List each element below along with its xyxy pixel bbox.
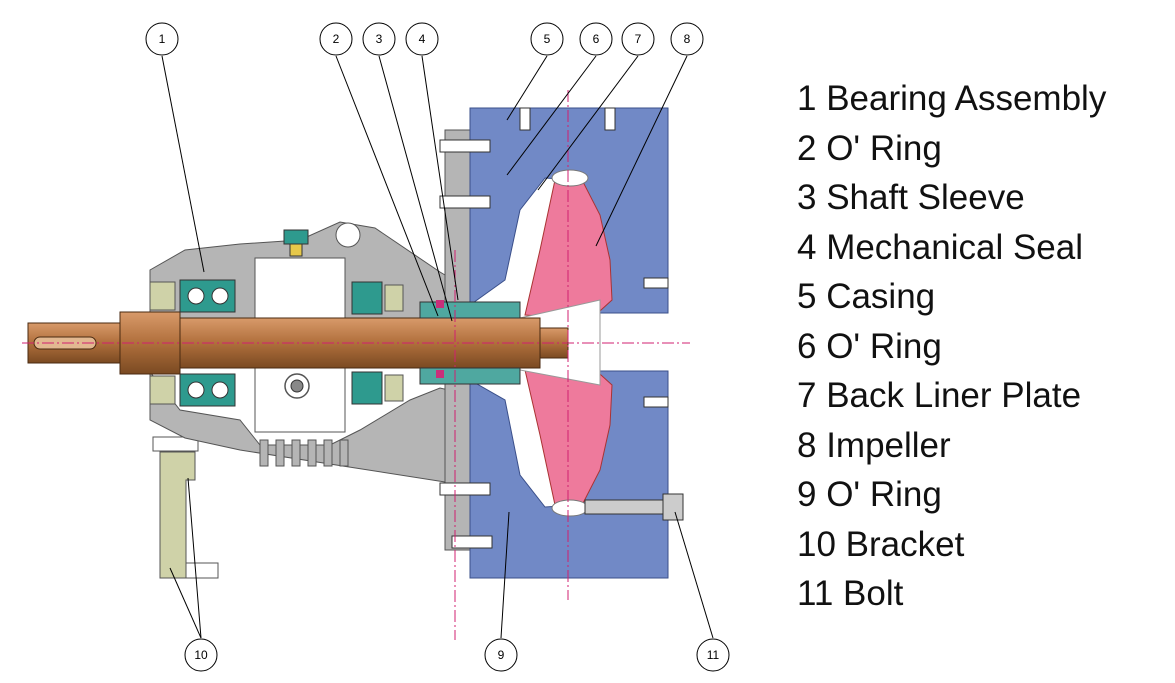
bracket — [152, 436, 219, 579]
callout-8: 8 — [670, 22, 704, 56]
legend-item: 8 Impeller — [797, 425, 951, 465]
svg-text:8: 8 — [684, 32, 691, 46]
legend-item: 10 Bracket — [797, 524, 965, 564]
legend-item: 4 Mechanical Seal — [797, 227, 1083, 267]
legend-item: 6 O' Ring — [797, 326, 942, 366]
svg-text:1: 1 — [159, 32, 166, 46]
mechanical-seal — [419, 300, 521, 385]
svg-text:9: 9 — [498, 648, 505, 662]
callout-7: 7 — [621, 22, 655, 56]
callout-4: 4 — [405, 22, 439, 56]
svg-text:5: 5 — [544, 32, 551, 46]
svg-text:6: 6 — [593, 32, 600, 46]
legend-item: 11 Bolt — [797, 574, 904, 613]
callout-2: 2 — [319, 22, 353, 56]
svg-text:3: 3 — [376, 32, 383, 46]
svg-text:7: 7 — [635, 32, 642, 46]
callout-1: 1 — [145, 22, 179, 56]
legend-item: 1 Bearing Assembly — [797, 79, 1107, 118]
svg-text:10: 10 — [194, 648, 208, 662]
svg-text:4: 4 — [419, 32, 426, 46]
svg-text:2: 2 — [333, 32, 340, 46]
legend-item: 3 Shaft Sleeve — [797, 178, 1025, 217]
legend-item: 7 Back Liner Plate — [797, 376, 1082, 415]
callout-11: 11 — [696, 638, 730, 672]
legend-item: 2 O' Ring — [797, 128, 942, 168]
callout-9: 9 — [484, 638, 518, 672]
bearings — [149, 279, 404, 407]
parts-legend: 1 Bearing Assembly 2 O' Ring 3 Shaft Sle… — [797, 74, 1106, 619]
callout-6: 6 — [579, 22, 613, 56]
callout-5: 5 — [530, 22, 564, 56]
centerlines — [22, 90, 690, 640]
callout-3: 3 — [362, 22, 396, 56]
svg-text:11: 11 — [707, 648, 720, 662]
leader-lines — [161, 55, 714, 639]
legend-item: 5 Casing — [797, 277, 936, 316]
legend-item: 9 O' Ring — [797, 475, 942, 514]
bolt — [584, 493, 684, 521]
callout-10: 10 — [184, 638, 218, 672]
pump-cross-section-drawing: 1 2 3 4 5 6 7 8 9 10 11 — [22, 22, 730, 672]
